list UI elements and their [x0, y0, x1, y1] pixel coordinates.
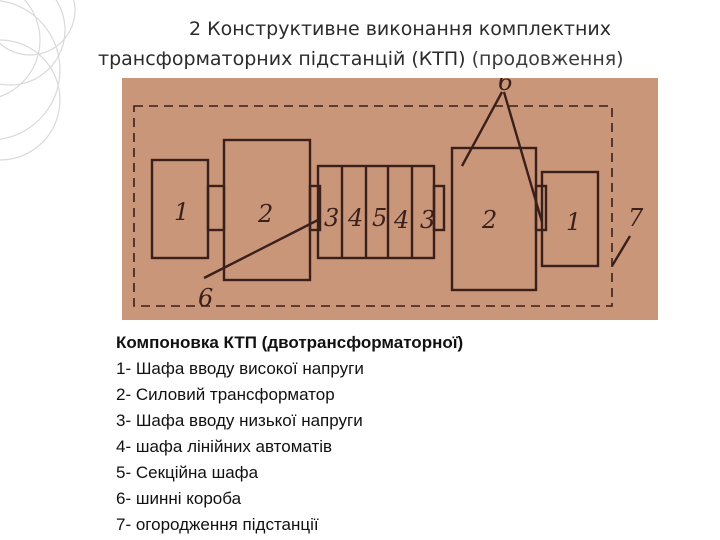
- label-6-top: 6: [498, 78, 513, 96]
- ktp-layout-diagram: 1 2 3 4 5 4 3 2 1 6 6 7: [122, 68, 658, 320]
- fence-outline: [133, 105, 613, 307]
- label-4-left: 4: [347, 204, 363, 232]
- legend: Компоновка КТП (двотрансформаторної) 1- …: [116, 330, 636, 538]
- label-3-right: 3: [420, 206, 435, 234]
- legend-item: 2- Силовий трансформатор: [116, 385, 335, 404]
- fence-pointer: [610, 235, 632, 267]
- label-2-left: 2: [257, 200, 273, 228]
- label-1-left: 1: [174, 198, 189, 226]
- slide-title: 2 Конструктивне виконання комплектних тр…: [60, 14, 700, 74]
- legend-item: 7- огородження підстанції: [116, 515, 319, 534]
- title-main: трансформаторних підстанцій (КТП): [98, 48, 466, 70]
- legend-item: 4- шафа лінійних автоматів: [116, 437, 333, 456]
- legend-heading: Компоновка КТП (двотрансформаторної): [116, 333, 464, 352]
- busduct-line-bottom: [203, 218, 319, 280]
- legend-item: 3- Шафа вводу низької напруги: [116, 411, 363, 430]
- legend-item: 6- шинні короба: [116, 489, 242, 508]
- label-7: 7: [628, 204, 644, 232]
- corner-decoration: [0, 0, 76, 161]
- label-6-bottom: 6: [198, 284, 213, 312]
- connector-mid-left: [308, 184, 322, 232]
- busduct-line-top-a: [460, 91, 504, 167]
- label-3-left: 3: [324, 204, 339, 232]
- busduct-line-top-b: [502, 91, 544, 223]
- title-line-1: 2 Конструктивне виконання комплектних: [189, 18, 611, 40]
- label-2-right: 2: [481, 206, 497, 234]
- label-1-right: 1: [566, 208, 581, 236]
- connector-mid-right: [432, 184, 446, 232]
- title-line-2: трансформаторних підстанцій (КТП) (продо…: [60, 44, 700, 74]
- diagram-svg: 1 2 3 4 5 4 3 2 1 6 6 7: [133, 68, 644, 312]
- label-4-right: 4: [393, 206, 409, 234]
- legend-item: 1- Шафа вводу високої напруги: [116, 359, 364, 378]
- connector-left: [206, 184, 226, 232]
- legend-item: 5- Секційна шафа: [116, 463, 259, 482]
- label-5: 5: [372, 204, 387, 232]
- title-suffix: (продовження): [471, 48, 624, 70]
